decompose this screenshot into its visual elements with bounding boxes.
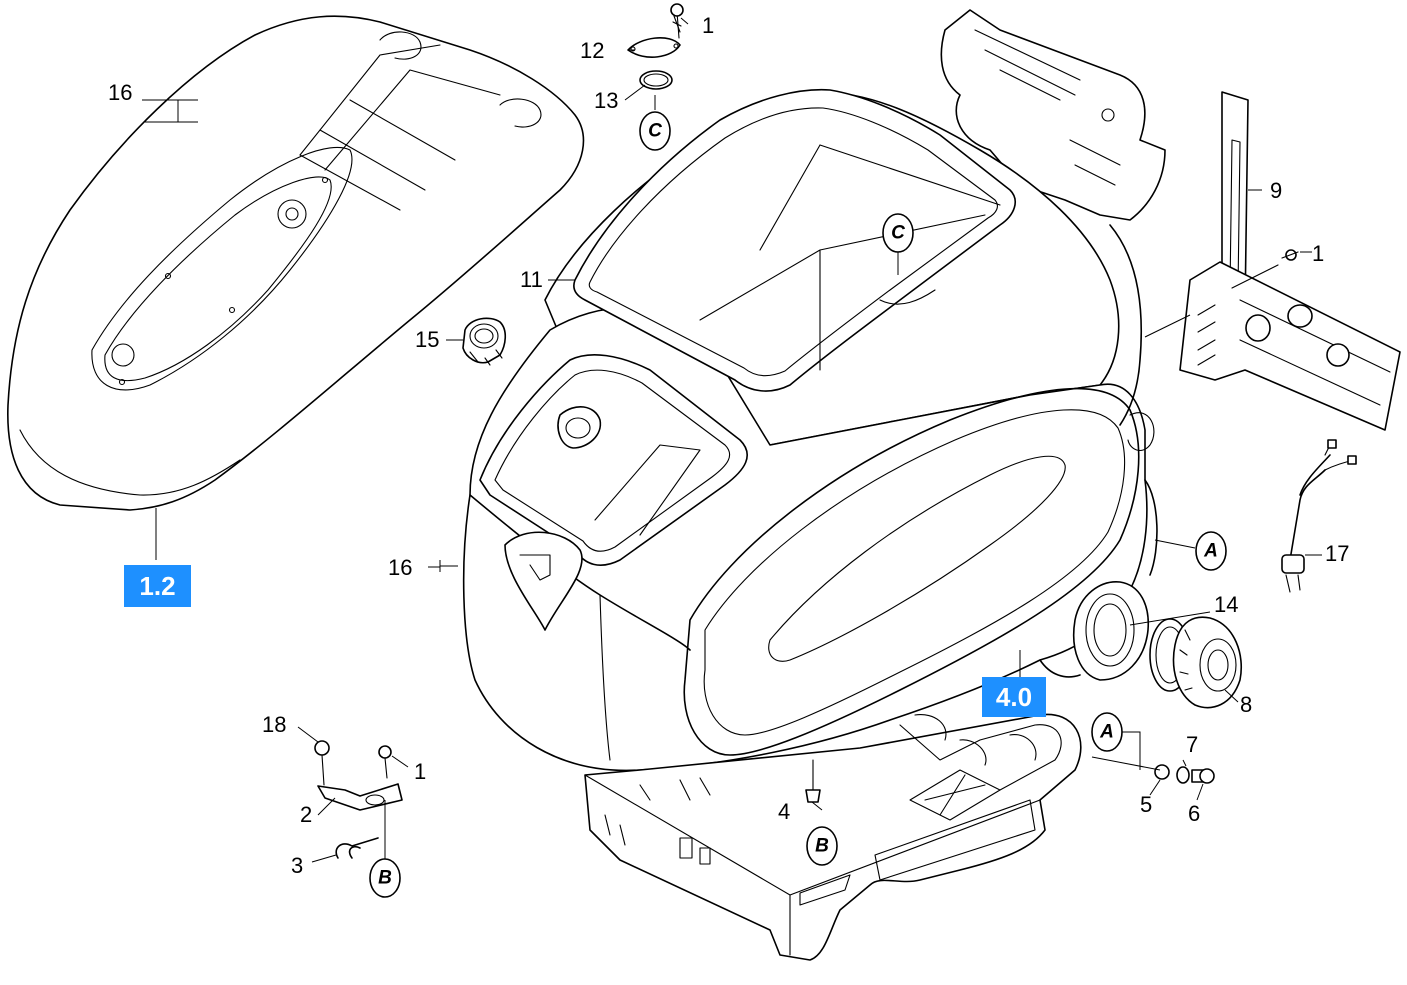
label-5: 5 [1140,792,1152,817]
label-8: 8 [1240,692,1252,717]
cap-part-8 [1172,616,1242,709]
leader-lines [142,17,1322,863]
reference-letters: C C A A B B [369,111,1227,898]
part-number-labels: 16 16 11 15 12 13 1 9 1 17 14 8 7 5 6 4 … [108,13,1349,878]
svg-text:B: B [378,868,392,889]
label-2: 2 [300,802,312,827]
ref-b-base: B [806,826,838,866]
nut-part-5 [1154,764,1170,780]
svg-text:B: B [815,836,829,857]
label-16-body: 16 [388,555,412,580]
ref-b-left: B [369,858,401,898]
screw-part-6 [1191,768,1215,784]
label-15: 15 [415,327,439,352]
svg-text:C: C [891,223,905,244]
label-12: 12 [580,38,604,63]
cable-part-17 [1281,439,1357,593]
label-1-right: 1 [1312,241,1324,266]
svg-text:A: A [1099,722,1114,743]
label-9: 9 [1270,178,1282,203]
cover-plate-part-12 [627,3,684,58]
tank-body [462,9,1166,772]
label-18: 18 [262,712,286,737]
screw-part-1-lower [378,745,392,779]
label-14: 14 [1214,592,1238,617]
group-tag-4-0[interactable]: 4.0 [982,677,1046,717]
label-3: 3 [291,853,303,878]
seal-ring-part-13 [639,70,673,90]
bracket-part-9 [1179,91,1401,431]
lid-cover [7,15,585,511]
label-4: 4 [778,799,790,824]
label-16-lid: 16 [108,80,132,105]
screw-part-4 [805,759,821,803]
ref-a-right: A [1195,531,1227,571]
label-6: 6 [1188,801,1200,826]
washer-part-7 [1176,766,1190,784]
ref-c-bowl: C [882,213,914,253]
inlet-cap-part-15 [462,317,507,366]
label-1-top: 1 [702,13,714,38]
svg-text:C: C [648,121,662,142]
ref-a-lower: A [1091,712,1123,752]
label-1-lower: 1 [414,759,426,784]
label-7: 7 [1186,732,1198,757]
screw-part-18 [314,740,330,786]
group-tag-1-2[interactable]: 1.2 [124,565,191,607]
svg-text:A: A [1203,541,1218,562]
svg-text:1.2: 1.2 [139,571,175,601]
label-13: 13 [594,88,618,113]
label-17: 17 [1325,541,1349,566]
svg-text:4.0: 4.0 [996,682,1032,712]
ref-c-top: C [639,111,671,151]
clip-part-3 [335,837,379,859]
bracket-part-2 [317,783,403,811]
label-11: 11 [520,267,543,292]
